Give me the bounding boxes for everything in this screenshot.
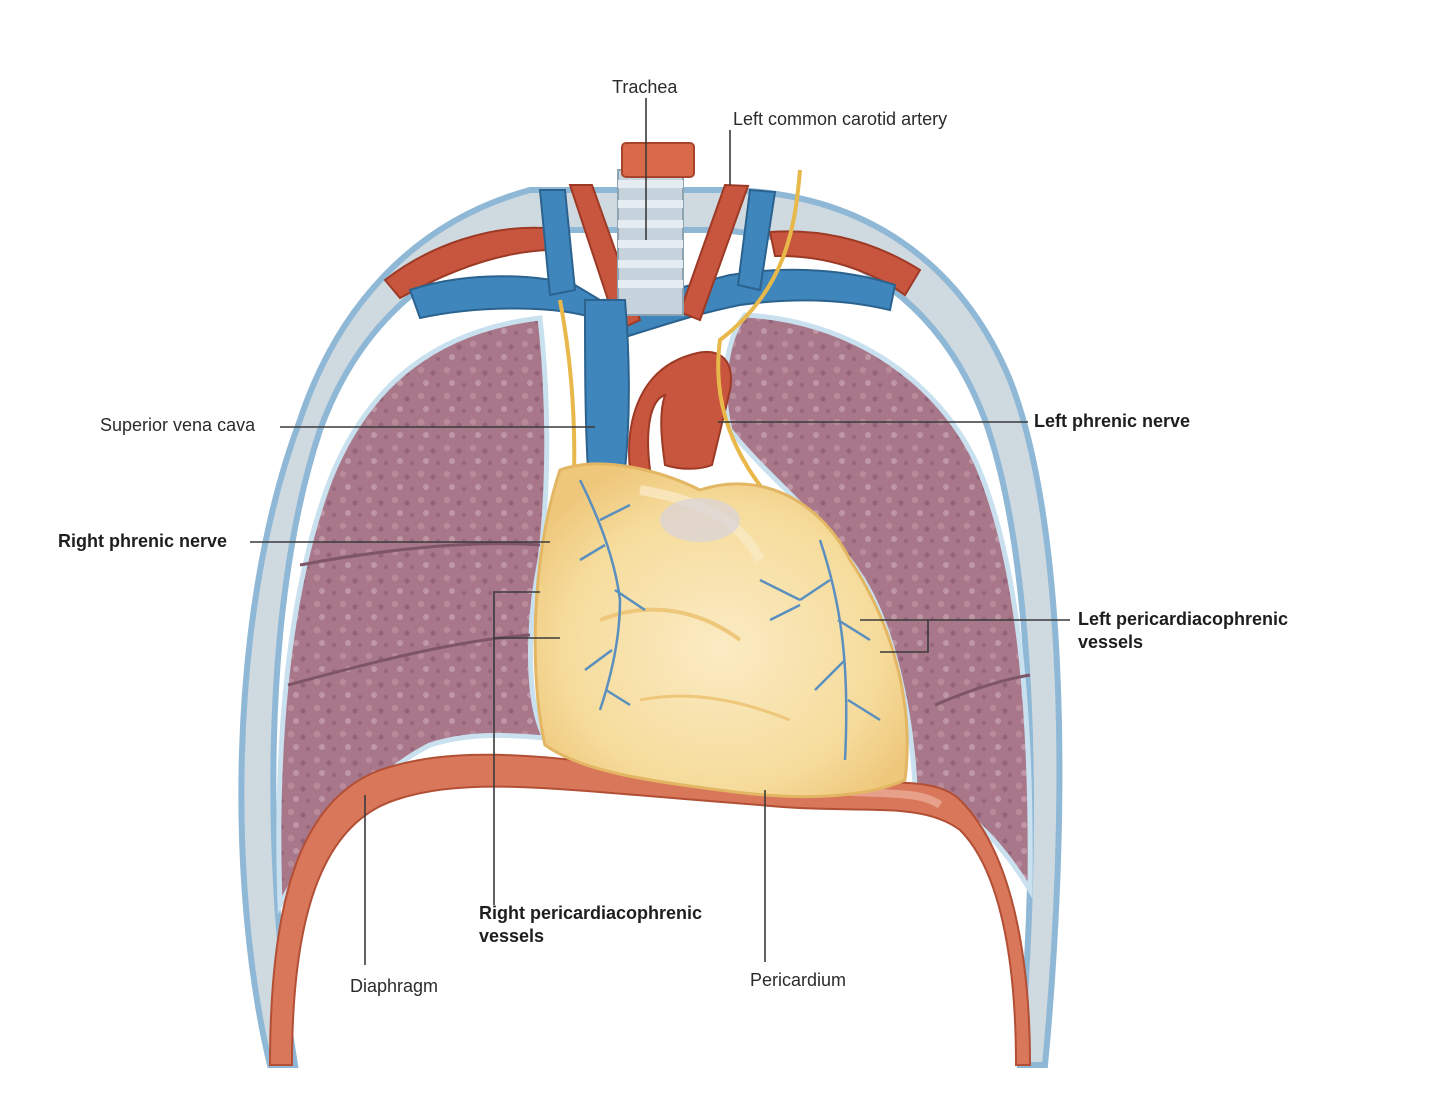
label-pericardium: Pericardium	[750, 970, 847, 990]
left-subclavian-artery	[768, 230, 922, 297]
label-left-pericardiacophrenic-vessels: Left pericardiacophrenic vessels	[1078, 608, 1288, 655]
label-superior-vena-cava: Superior vena cava	[100, 415, 256, 435]
leader-lines	[250, 98, 1070, 965]
superior-vena-cava-shape	[583, 299, 630, 471]
label-right-phrenic-nerve: Right phrenic nerve	[58, 531, 228, 551]
label-left-pericardiacophrenic-line1: Left pericardiacophrenic	[1078, 609, 1289, 629]
label-left-common-carotid-artery: Left common carotid artery	[733, 109, 948, 129]
right-pericardiacophrenic-vessels	[578, 479, 646, 711]
label-right-pericardiacophrenic-line1: Right pericardiacophrenic	[479, 903, 703, 923]
diaphragm-shape	[268, 753, 1032, 1066]
aortic-arch	[628, 350, 732, 471]
left-common-carotid-artery	[678, 183, 750, 322]
label-left-pericardiacophrenic-line2: vessels	[1078, 632, 1144, 653]
heart-pericardium	[533, 462, 909, 799]
trachea-structure	[617, 142, 695, 316]
label-left-phrenic-nerve: Left phrenic nerve	[1034, 411, 1191, 431]
label-trachea: Trachea	[612, 77, 678, 97]
label-right-pericardiacophrenic-vessels: Right pericardiacophrenic vessels	[479, 902, 702, 949]
left-pericardiacophrenic-vessels	[759, 539, 881, 761]
label-diaphragm: Diaphragm	[350, 976, 439, 996]
label-right-pericardiacophrenic-line2: vessels	[479, 926, 545, 947]
thoracic-wall	[238, 187, 1063, 1068]
